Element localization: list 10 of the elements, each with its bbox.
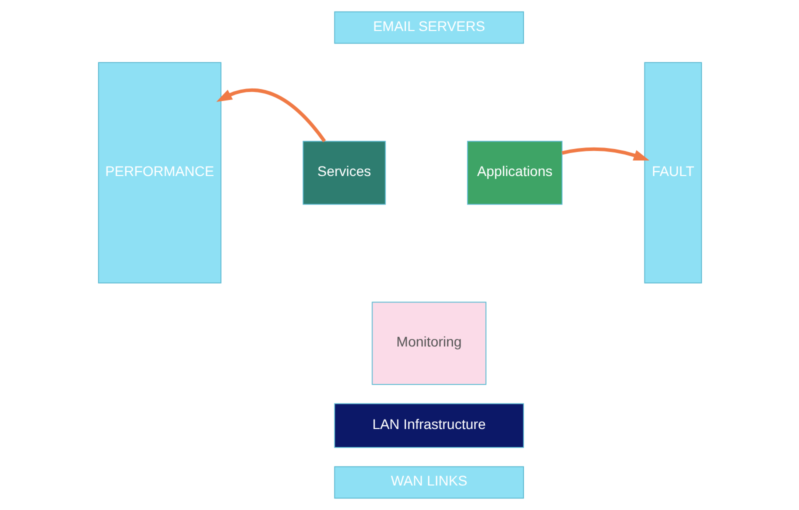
- node-box: Services: [302, 140, 386, 205]
- node-box: FAULT: [644, 62, 702, 284]
- node-box: WAN LINKS: [334, 466, 524, 499]
- node-box: Applications: [466, 140, 562, 205]
- node-box: LAN Infrastructure: [334, 403, 524, 448]
- node-box: Monitoring: [371, 302, 486, 385]
- node-box: EMAIL SERVERS: [334, 11, 524, 44]
- node-box: PERFORMANCE: [98, 62, 221, 284]
- arrow: [561, 147, 649, 161]
- arrow: [216, 88, 326, 142]
